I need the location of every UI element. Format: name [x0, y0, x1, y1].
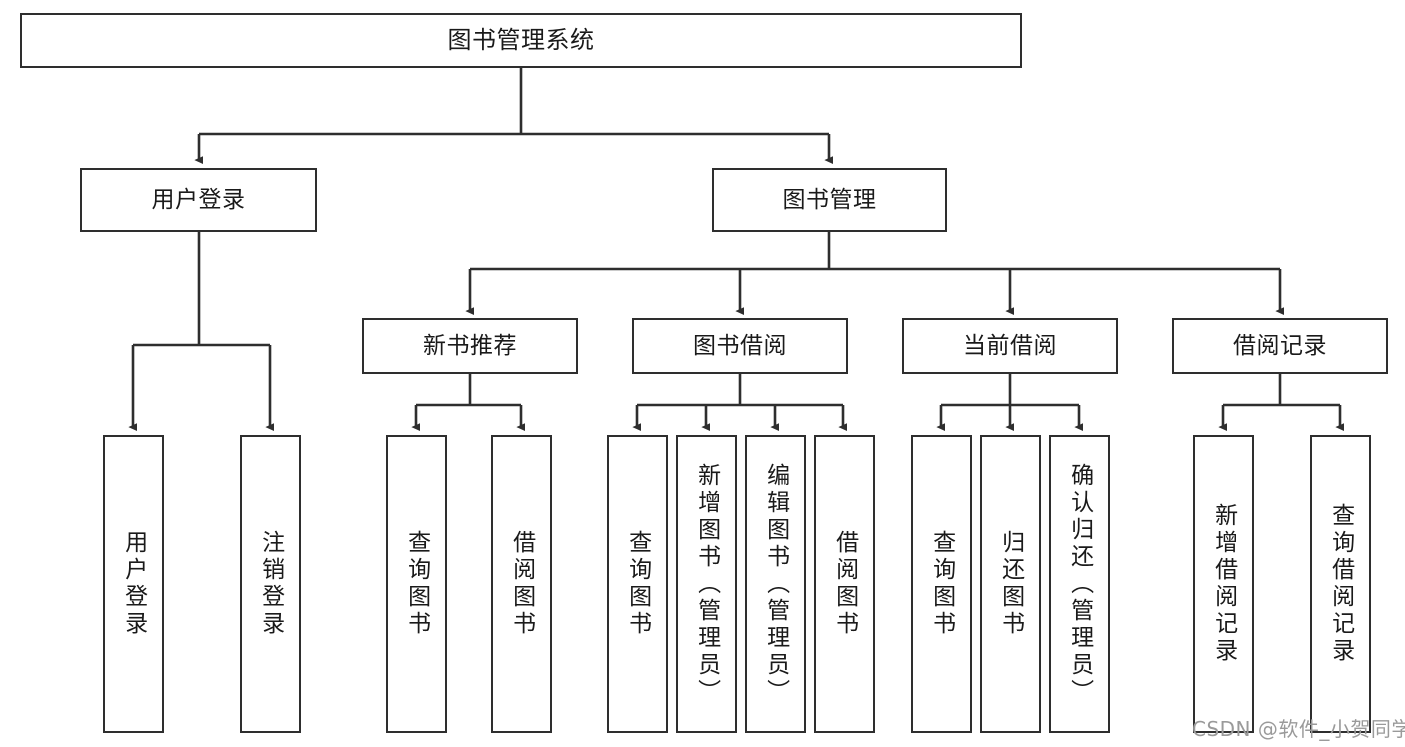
leaf-current-borrow-query-book[interactable]: 查询图书	[911, 435, 972, 733]
watermark-text: CSDN @软件_小贺同学	[1192, 717, 1405, 741]
leaf-borrow-record-query-record[interactable]: 查询借阅记录	[1310, 435, 1371, 733]
node-book-borrow[interactable]: 图书借阅	[632, 318, 848, 374]
node-label: 查询图书	[403, 530, 430, 638]
node-label: 注销登录	[257, 530, 284, 638]
node-label: 新书推荐	[423, 332, 517, 359]
node-label: 图书管理	[782, 186, 877, 213]
node-label: 归还图书	[997, 530, 1024, 638]
node-label: 查询图书	[624, 530, 651, 638]
node-label: 图书管理系统	[447, 25, 595, 54]
node-label: 确认归还（管理员）	[1066, 462, 1093, 706]
node-label: 用户登录	[120, 530, 147, 638]
node-new-book-recommend[interactable]: 新书推荐	[362, 318, 578, 374]
node-label: 借阅记录	[1233, 332, 1327, 359]
node-label: 图书借阅	[693, 332, 787, 359]
edge-new-book-bus	[416, 374, 521, 407]
node-label: 查询借阅记录	[1327, 503, 1354, 665]
leaf-user-login-logout[interactable]: 注销登录	[240, 435, 301, 733]
leaf-user-login-login[interactable]: 用户登录	[103, 435, 164, 733]
edge-book-mgmt-bus	[470, 232, 1280, 271]
leaf-book-borrow-edit-book-admin[interactable]: 编辑图书（管理员）	[745, 435, 806, 733]
leaf-current-borrow-return-book[interactable]: 归还图书	[980, 435, 1041, 733]
node-label: 借阅图书	[831, 530, 858, 638]
leaf-new-book-borrow-book[interactable]: 借阅图书	[491, 435, 552, 733]
leaf-book-borrow-query-book[interactable]: 查询图书	[607, 435, 668, 733]
node-label: 编辑图书（管理员）	[762, 462, 789, 706]
leaf-book-borrow-borrow-book[interactable]: 借阅图书	[814, 435, 875, 733]
node-label: 借阅图书	[508, 530, 535, 638]
edge-root-bus	[199, 68, 829, 136]
node-user-login[interactable]: 用户登录	[80, 168, 317, 232]
edge-user-login-bus	[133, 232, 270, 347]
node-label: 新增借阅记录	[1210, 503, 1237, 665]
node-label: 用户登录	[151, 186, 246, 213]
node-borrow-record[interactable]: 借阅记录	[1172, 318, 1388, 374]
leaf-new-book-query-book[interactable]: 查询图书	[386, 435, 447, 733]
node-label: 查询图书	[928, 530, 955, 638]
edge-book-borrow-bus	[637, 374, 843, 407]
edge-borrow-record-bus	[1223, 374, 1340, 407]
node-root-book-management-system[interactable]: 图书管理系统	[20, 13, 1022, 68]
node-book-management[interactable]: 图书管理	[712, 168, 947, 232]
leaf-current-borrow-confirm-return-admin[interactable]: 确认归还（管理员）	[1049, 435, 1110, 733]
leaf-book-borrow-add-book-admin[interactable]: 新增图书（管理员）	[676, 435, 737, 733]
node-label: 当前借阅	[963, 332, 1057, 359]
edge-current-borrow-bus	[941, 374, 1079, 407]
leaf-borrow-record-add-record[interactable]: 新增借阅记录	[1193, 435, 1254, 733]
node-label: 新增图书（管理员）	[693, 462, 720, 706]
node-current-borrow[interactable]: 当前借阅	[902, 318, 1118, 374]
